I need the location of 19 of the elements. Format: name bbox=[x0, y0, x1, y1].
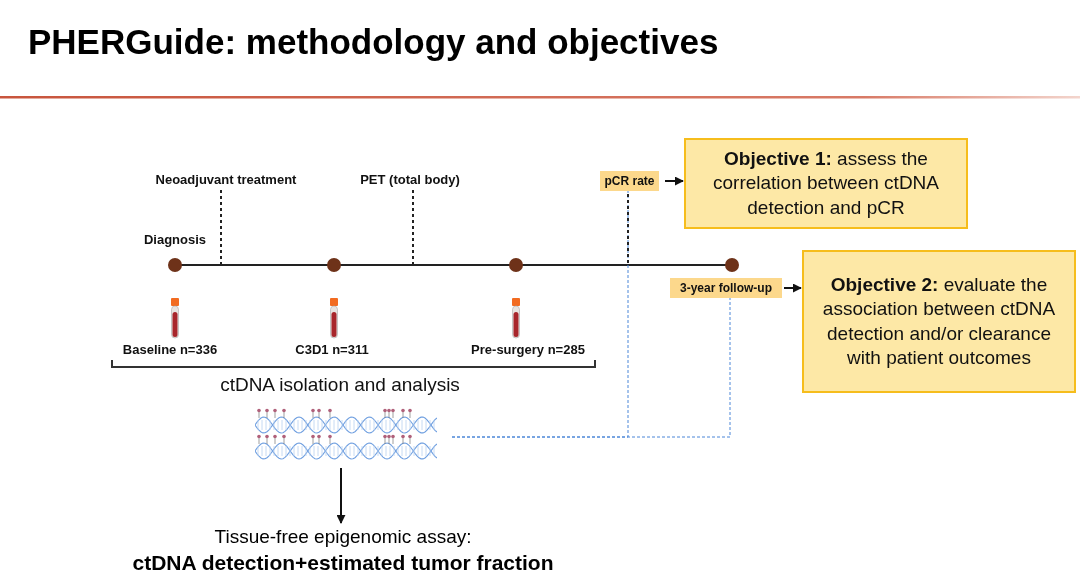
timeline-label: C3D1 n=311 bbox=[295, 342, 369, 357]
timeline-label: Neoadjuvant treatment bbox=[155, 172, 297, 187]
timeline-label: Diagnosis bbox=[143, 232, 207, 247]
assay-description: Tissue-free epigenomic assay: bbox=[214, 525, 472, 549]
section-label: ctDNA isolation and analysis bbox=[220, 374, 460, 396]
objective-box: Objective 2: evaluate the association between ctDNA detection and/or clearance with patient outcomes bbox=[802, 250, 1076, 393]
arrow bbox=[336, 467, 346, 524]
slide-title: PHERGuide: methodology and objectives bbox=[28, 22, 719, 62]
dna-helix-drawing bbox=[255, 408, 437, 460]
arrow bbox=[664, 176, 684, 186]
highlight-label: 3-year follow-up bbox=[670, 278, 782, 298]
arrow bbox=[783, 283, 802, 293]
timeline-label: Pre-surgery n=285 bbox=[471, 342, 585, 357]
timeline-label: PET (total body) bbox=[360, 172, 460, 187]
timeline-label: Baseline n=336 bbox=[122, 342, 218, 357]
highlight-label: pCR rate bbox=[600, 171, 659, 191]
assay-result: ctDNA detection+estimated tumor fraction bbox=[132, 550, 554, 576]
dashed-connector bbox=[451, 297, 731, 438]
objective-box: Objective 1: assess the correlation between ctDNA detection and pCR bbox=[684, 138, 968, 229]
